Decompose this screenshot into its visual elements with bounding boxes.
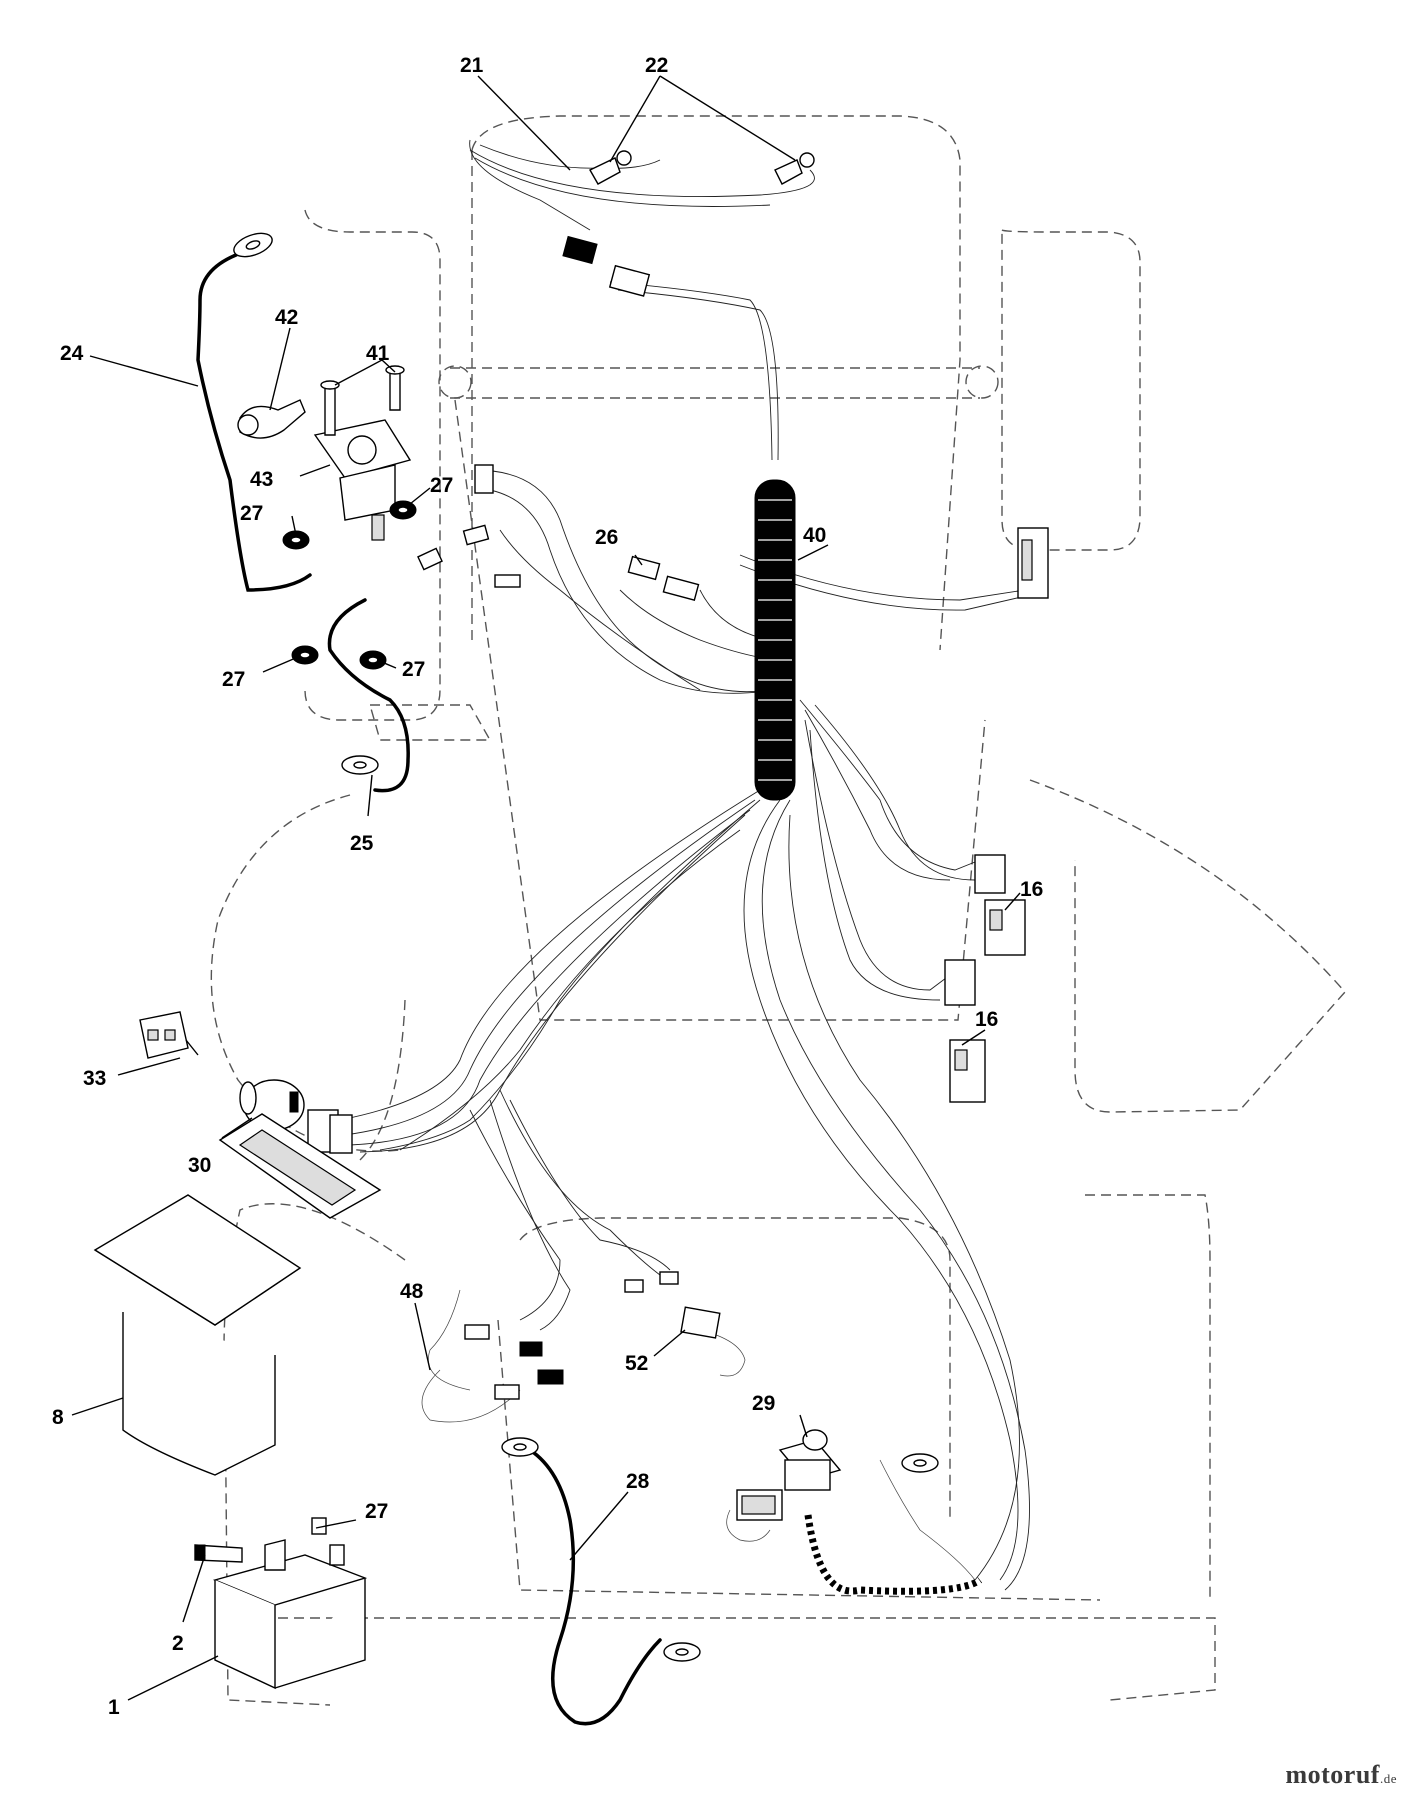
connector-48 <box>464 1324 520 1400</box>
callout-28: 28 <box>626 1470 650 1493</box>
tractor-outline <box>210 115 1346 1706</box>
harness-conduit <box>754 479 796 801</box>
callout-29: 29 <box>752 1392 775 1415</box>
callout-48: 48 <box>400 1280 424 1303</box>
callout-2: 2 <box>172 1632 184 1655</box>
callout-22: 22 <box>645 54 668 77</box>
ring-terminal-28-top <box>501 1437 539 1457</box>
callout-8: 8 <box>52 1406 64 1429</box>
callout-43: 43 <box>250 468 273 491</box>
callout-27-right: 27 <box>430 474 453 497</box>
callout-30: 30 <box>188 1154 211 1177</box>
switch-16-bottom <box>944 959 986 1103</box>
callout-41: 41 <box>366 342 390 365</box>
battery-bolt-2 <box>194 1539 286 1571</box>
seat-switch-29 <box>736 1429 842 1521</box>
callout-42: 42 <box>275 306 298 329</box>
wire-harness <box>339 139 1041 1591</box>
brand-name: motoruf <box>1285 1760 1380 1789</box>
callout-40: 40 <box>803 524 826 547</box>
connector-right-top <box>1017 527 1049 599</box>
ring-terminal-24 <box>233 232 273 258</box>
callout-24: 24 <box>60 342 84 365</box>
solenoid-43 <box>313 419 412 541</box>
callout-21: 21 <box>460 54 484 77</box>
connectors-harness-top <box>562 235 651 297</box>
small-connectors-left <box>417 464 521 588</box>
callout-16-top: 16 <box>1020 878 1043 901</box>
callout-27-battery: 27 <box>365 1500 388 1523</box>
brand-watermark: motoruf.de <box>1285 1760 1397 1790</box>
nuts-27 <box>282 500 417 1535</box>
callout-labels: 21 22 24 42 41 43 27 27 27 27 25 26 40 1… <box>52 54 1043 1719</box>
ground-cable-24 <box>196 253 312 592</box>
light-bulbs-22 <box>589 150 815 185</box>
connectors-bottom <box>519 1271 721 1385</box>
connector-26 <box>627 555 700 601</box>
ignition-key-33 <box>139 1011 199 1059</box>
callout-52: 52 <box>625 1352 648 1375</box>
callout-26: 26 <box>595 526 618 549</box>
switch-16-top <box>974 854 1026 956</box>
ring-terminal-29 <box>901 1453 939 1473</box>
terminal-boot-42 <box>237 399 306 439</box>
battery-box-8 <box>93 1113 382 1476</box>
spiral-cord <box>804 1514 983 1595</box>
ring-terminal-28-bottom <box>663 1642 701 1662</box>
leader-lines <box>71 75 1021 1701</box>
callout-27-lower-left: 27 <box>222 668 245 691</box>
callout-27-left: 27 <box>240 502 263 525</box>
brand-domain: .de <box>1379 1771 1397 1786</box>
callout-25: 25 <box>350 832 374 855</box>
callout-16-bottom: 16 <box>975 1008 998 1031</box>
battery-cable-28 <box>528 1448 662 1726</box>
battery-1 <box>212 1544 368 1690</box>
ring-terminal-25 <box>341 755 379 775</box>
battery-cable-25 <box>327 598 410 793</box>
callout-33: 33 <box>83 1067 106 1090</box>
callout-27-lower-right: 27 <box>402 658 425 681</box>
callout-1: 1 <box>108 1696 120 1719</box>
